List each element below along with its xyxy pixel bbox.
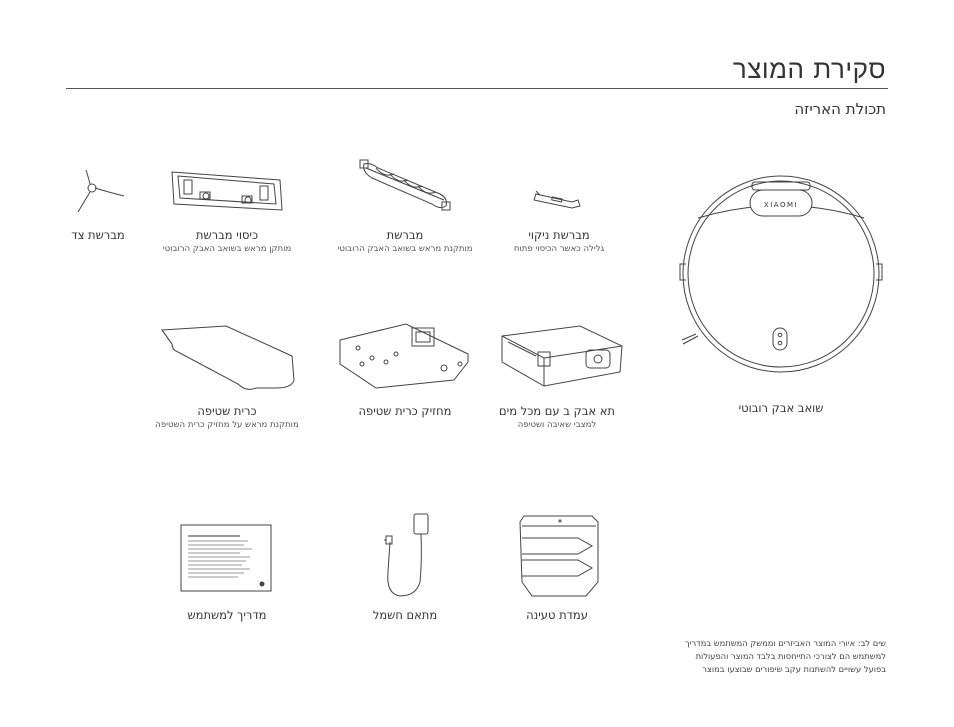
disclaimer-note: שים לב: איורי המוצר האביזרים וממשק המשתמ…	[656, 637, 886, 676]
item-name: תא אבק ב עם מכל מים	[499, 404, 615, 418]
side-brush-label: מברשת צד	[71, 228, 124, 242]
note-line: בפועל עשויים להשתנות עקב שיפורים שבוצעו …	[702, 664, 886, 674]
title-divider	[66, 88, 888, 89]
page-title: סקירת המוצר	[732, 55, 886, 85]
item-name: שואב אבק רובוטי	[738, 401, 824, 415]
cleaning-tool-icon	[532, 188, 584, 216]
note-line: שים לב: איורי המוצר האביזרים וממשק המשתמ…	[685, 638, 886, 648]
robot-logo: XIAOMI	[764, 201, 798, 209]
brush-cover-icon	[168, 166, 286, 220]
item-name: מתאם חשמל	[372, 608, 438, 622]
main-brush-icon	[359, 159, 452, 216]
item-name: עמדת טעינה	[526, 608, 588, 622]
item-name: כרית שטיפה	[197, 404, 257, 418]
item-desc: מותקן מראש בשואב האבק הרובוטי	[162, 244, 292, 254]
dust-bin-water-tank-icon	[500, 322, 624, 394]
mop-pad-label: כרית שטיפה מותקנת מראש על מחזיק כרית השט…	[155, 404, 298, 430]
section-subtitle: תכולת האריזה	[794, 100, 886, 118]
item-name: מברשת	[386, 228, 424, 242]
mop-pad-icon	[156, 322, 298, 396]
main-brush-label: מברשת מותקנת מראש בשואב האבק הרובוטי	[337, 228, 472, 254]
item-desc: גלילה כאשר הכיסוי פתוח	[513, 244, 605, 254]
item-desc: מותקנת מראש על מחזיק כרית השטיפה	[155, 420, 299, 430]
side-brush-icon	[70, 168, 126, 218]
brush-cover-label: כיסוי מברשת מותקן מראש בשואב האבק הרובוט…	[163, 228, 291, 254]
power-adapter-icon	[376, 512, 442, 604]
item-desc: למצבי שאיבה ושטיפה	[517, 420, 597, 430]
item-name: כיסוי מברשת	[195, 228, 259, 242]
robot-label: שואב אבק רובוטי	[739, 401, 824, 415]
charging-dock-icon	[518, 512, 602, 602]
robot-vacuum-icon: XIAOMI	[678, 168, 888, 394]
item-name: מדריך למשתמש	[187, 608, 267, 622]
mop-holder-label: מחזיק כרית שטיפה	[359, 404, 452, 418]
item-desc: מותקנת מראש בשואב האבק הרובוטי	[337, 244, 473, 254]
mop-holder-icon	[336, 318, 474, 398]
note-line: למשתמש הם לצורכי התייחסות בלבד המוצר והפ…	[695, 651, 886, 661]
manual-label: מדריך למשתמש	[188, 608, 267, 622]
item-name: מברשת ניקוי	[528, 228, 590, 242]
dust-bin-label: תא אבק ב עם מכל מים למצבי שאיבה ושטיפה	[499, 404, 615, 430]
dock-label: עמדת טעינה	[526, 608, 588, 622]
item-name: מברשת צד	[71, 228, 125, 242]
cleaning-tool-label: מברשת ניקוי גלילה כאשר הכיסוי פתוח	[514, 228, 604, 254]
user-manual-icon	[180, 524, 274, 598]
item-name: מחזיק כרית שטיפה	[358, 404, 452, 418]
adapter-label: מתאם חשמל	[373, 608, 437, 622]
